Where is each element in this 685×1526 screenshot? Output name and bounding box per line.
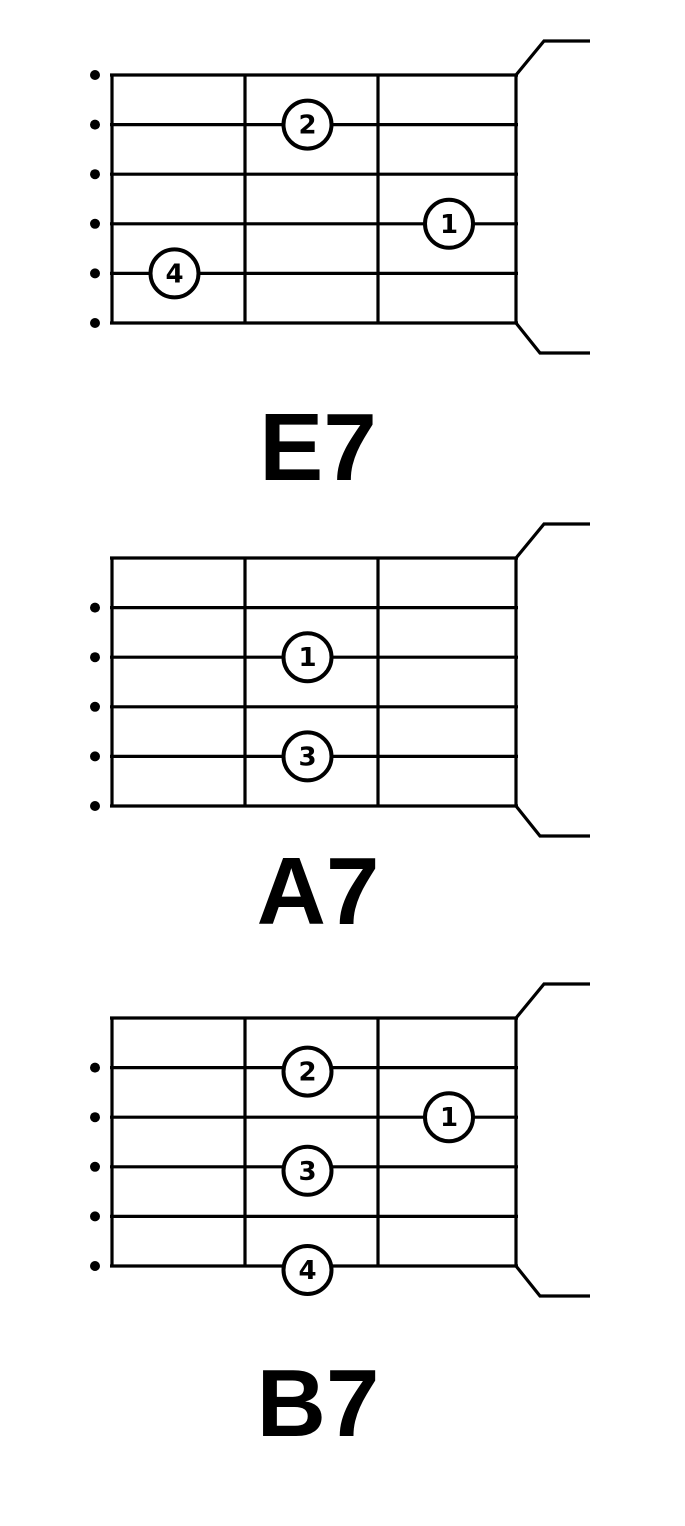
chord-name: B7 xyxy=(257,1350,380,1457)
finger-circle xyxy=(281,1244,334,1296)
headstock-bracket-top xyxy=(514,522,590,560)
headstock-bracket-bottom xyxy=(514,322,590,355)
open-string-dot xyxy=(90,1062,100,1073)
finger-number: 1 xyxy=(298,643,316,673)
open-string-dot xyxy=(90,1211,100,1222)
finger-number: 2 xyxy=(298,1058,316,1088)
open-string-dot xyxy=(90,169,100,180)
finger-number: 1 xyxy=(440,1103,458,1133)
headstock-bracket-top xyxy=(514,39,590,77)
finger-circle xyxy=(281,98,334,151)
open-string-dot xyxy=(90,602,100,613)
open-string-dot xyxy=(90,318,100,328)
headstock-bracket-top xyxy=(514,982,590,1020)
open-string-dot xyxy=(90,751,100,762)
chord-name: E7 xyxy=(259,394,376,501)
finger-number: 3 xyxy=(298,742,316,772)
finger-number: 4 xyxy=(298,1256,316,1286)
finger-number: 3 xyxy=(298,1157,316,1187)
open-string-dot xyxy=(90,1112,100,1123)
finger-number: 1 xyxy=(440,210,458,240)
open-string-dot xyxy=(90,70,100,80)
open-string-dot xyxy=(90,652,100,663)
finger-circle xyxy=(148,247,201,300)
open-string-dot xyxy=(90,701,100,712)
open-string-dot xyxy=(90,218,100,229)
headstock-bracket-bottom xyxy=(514,805,590,838)
open-string-dot xyxy=(90,1161,100,1172)
finger-number: 4 xyxy=(165,259,183,289)
chord-name: A7 xyxy=(257,838,380,945)
open-string-dot xyxy=(90,1261,100,1271)
finger-circle xyxy=(281,1144,334,1197)
open-string-dot xyxy=(90,801,100,811)
finger-circle xyxy=(281,730,334,783)
finger-circle xyxy=(281,1045,334,1098)
open-string-dot xyxy=(90,268,100,279)
finger-circle xyxy=(423,197,475,250)
headstock-bracket-bottom xyxy=(514,1265,590,1298)
finger-circle xyxy=(281,631,334,684)
finger-circle xyxy=(423,1091,475,1144)
open-string-dot xyxy=(90,119,100,130)
finger-number: 2 xyxy=(298,111,316,141)
